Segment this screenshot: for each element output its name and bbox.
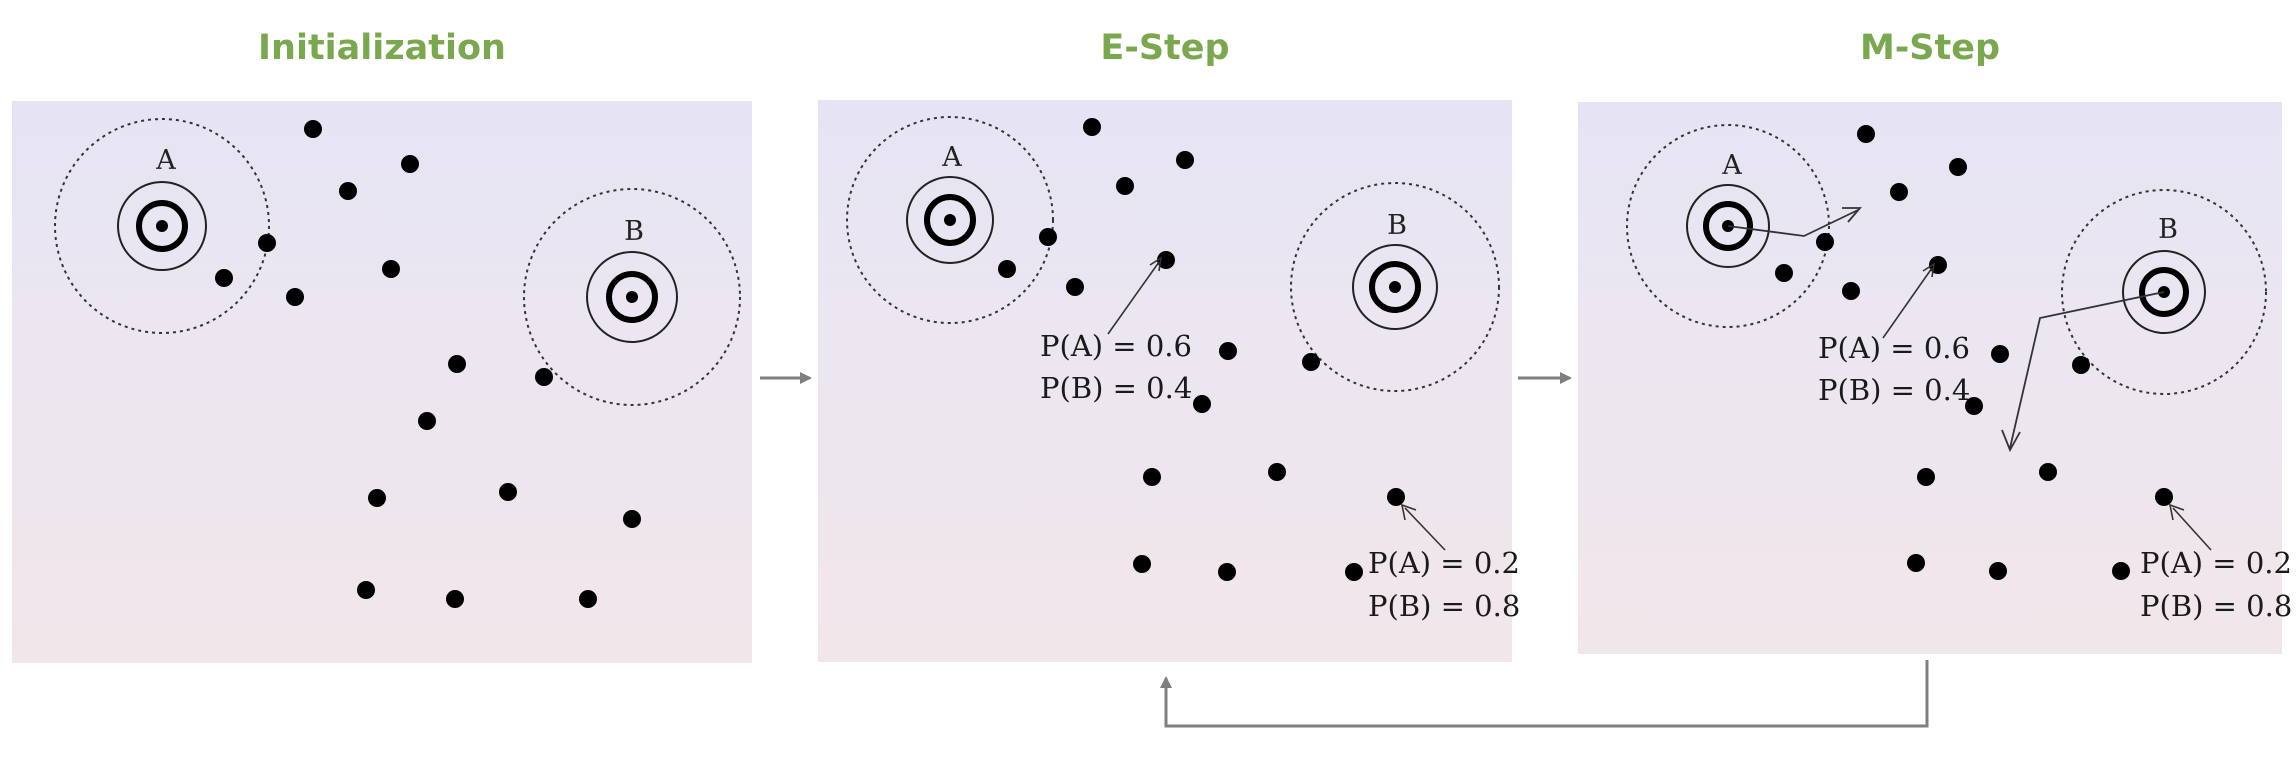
data-point	[1857, 125, 1875, 143]
prob-a-point2-estep: P(A) = 0.2	[1368, 546, 1520, 580]
prob-b-point1-mstep: P(B) = 0.4	[1818, 373, 1971, 407]
prob-a-point2-mstep: P(A) = 0.2	[2140, 546, 2292, 580]
cluster-a-centroid-icon	[906, 176, 994, 264]
data-point	[1775, 264, 1793, 282]
title-initialization: Initialization	[258, 28, 506, 68]
data-point	[418, 412, 436, 430]
data-point	[1218, 563, 1236, 581]
panel-m-step	[1578, 102, 2282, 654]
centroid-shift-arrows	[1727, 207, 2165, 453]
cluster-b-centroid-icon	[1352, 244, 1438, 330]
data-point	[339, 182, 357, 200]
prob-a-point1-mstep: P(A) = 0.6	[1818, 331, 1970, 365]
pointer-lines-estep	[1107, 256, 1446, 551]
data-point	[1949, 158, 1967, 176]
prob-a-point1-estep: P(A) = 0.6	[1040, 329, 1192, 363]
cluster-b-region-estep	[1290, 182, 1500, 392]
data-point	[1842, 282, 1860, 300]
data-point	[1345, 563, 1363, 581]
cluster-a-region-init	[54, 118, 270, 334]
data-point	[998, 260, 1016, 278]
data-point	[579, 590, 597, 608]
data-point	[448, 355, 466, 373]
cluster-b-centroid-icon	[586, 251, 678, 343]
cluster-b-region-mstep	[2061, 189, 2267, 395]
data-point	[446, 590, 464, 608]
cluster-a-label: A	[942, 142, 962, 173]
data-point	[1193, 395, 1211, 413]
pointer-lines-mstep	[1882, 262, 2212, 551]
title-e-step: E-Step	[1100, 28, 1230, 68]
cluster-b-label: B	[2158, 214, 2178, 245]
data-point	[1039, 228, 1057, 246]
data-point	[1989, 562, 2007, 580]
data-points-estep	[998, 118, 1405, 581]
data-points-init	[215, 120, 641, 608]
data-point	[623, 510, 641, 528]
data-point	[1890, 183, 1908, 201]
cluster-a-label: A	[1722, 150, 1742, 181]
data-points-mstep	[1775, 125, 2173, 580]
data-point	[2112, 562, 2130, 580]
data-point	[258, 234, 276, 252]
cluster-b-label: B	[624, 216, 644, 247]
data-point	[304, 120, 322, 138]
prob-b-point2-mstep: P(B) = 0.8	[2140, 589, 2293, 623]
data-point	[1133, 555, 1151, 573]
data-point	[1066, 278, 1084, 296]
data-point	[1816, 233, 1834, 251]
cluster-b-label: B	[1387, 210, 1407, 241]
data-point	[535, 368, 553, 386]
prob-b-point2-estep: P(B) = 0.8	[1368, 589, 1521, 623]
data-point	[1116, 177, 1134, 195]
data-point	[401, 155, 419, 173]
data-point	[1176, 151, 1194, 169]
data-point	[1302, 353, 1320, 371]
prob-b-point1-estep: P(B) = 0.4	[1040, 371, 1193, 405]
data-point	[1917, 468, 1935, 486]
data-point	[357, 581, 375, 599]
title-m-step: M-Step	[1859, 28, 2001, 68]
data-point	[499, 483, 517, 501]
data-point	[286, 288, 304, 306]
cluster-a-region-estep	[846, 116, 1054, 324]
cluster-a-region-mstep	[1626, 124, 1830, 328]
data-point	[1387, 488, 1405, 506]
data-point	[1268, 463, 1286, 481]
data-point	[2072, 356, 2090, 374]
data-point	[382, 260, 400, 278]
data-point	[215, 269, 233, 287]
data-point	[1143, 468, 1161, 486]
cluster-a-centroid-icon	[117, 181, 207, 271]
data-point	[368, 489, 386, 507]
data-point	[1219, 342, 1237, 360]
arrow-mstep-to-estep-loop	[1160, 660, 1929, 728]
panel-initialization	[12, 101, 752, 663]
data-point	[2039, 463, 2057, 481]
data-point	[1157, 251, 1175, 269]
data-point	[1965, 397, 1983, 415]
data-point	[1991, 345, 2009, 363]
data-point	[1907, 554, 1925, 572]
data-point	[1083, 118, 1101, 136]
data-point	[2155, 488, 2173, 506]
panel-e-step	[818, 100, 1512, 662]
cluster-a-label: A	[156, 145, 176, 176]
cluster-b-region-init	[523, 188, 741, 406]
